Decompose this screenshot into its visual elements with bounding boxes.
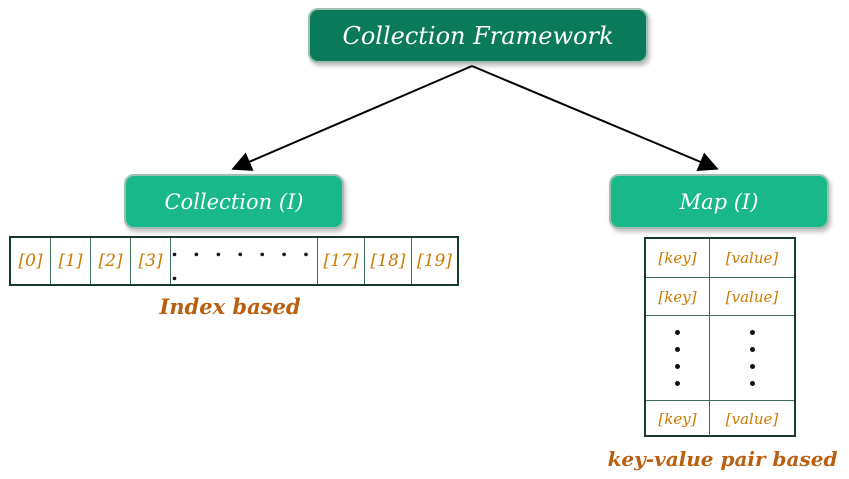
vertical-ellipsis <box>646 316 710 400</box>
key-cell: [key] <box>646 239 710 277</box>
index-cell: [1] <box>51 238 91 284</box>
index-cell: [17] <box>318 238 365 284</box>
index-cell: [0] <box>11 238 51 284</box>
key-cell: [key] <box>646 278 710 315</box>
kv-row: [key] [value] <box>646 278 794 316</box>
collection-interface-label: Collection (I) <box>164 189 304 214</box>
collection-framework-label: Collection Framework <box>342 21 614 50</box>
map-interface-node: Map (I) <box>609 174 829 229</box>
index-based-caption: Index based <box>159 294 301 319</box>
ellipsis-cell: . . . . . . . . <box>171 237 318 285</box>
value-cell: [value] <box>725 409 779 428</box>
index-cell: [19] <box>417 251 452 271</box>
arrow-to-map <box>471 65 719 172</box>
kv-ellipsis-row <box>646 316 794 401</box>
kv-row: [key] [value] <box>646 401 794 436</box>
value-cell: [value] <box>725 249 779 267</box>
index-array-row: [0] [1] [2] [3] . . . . . . . . [17] [18… <box>9 236 459 286</box>
value-cell: [value] <box>725 287 779 306</box>
collection-framework-node: Collection Framework <box>308 8 648 63</box>
index-cell: [3] <box>131 238 171 284</box>
key-value-table: [key] [value] [key] [value] [key] [value… <box>644 237 796 437</box>
map-interface-label: Map (I) <box>679 189 759 214</box>
key-cell: [key] <box>646 401 710 436</box>
index-cell: [18] <box>365 238 412 284</box>
arrow-to-collection <box>231 65 473 171</box>
vertical-ellipsis <box>710 316 794 400</box>
key-value-caption: key-value pair based <box>607 447 838 471</box>
kv-row: [key] [value] <box>646 239 794 278</box>
index-cell: [2] <box>91 238 131 284</box>
collection-interface-node: Collection (I) <box>124 174 344 229</box>
